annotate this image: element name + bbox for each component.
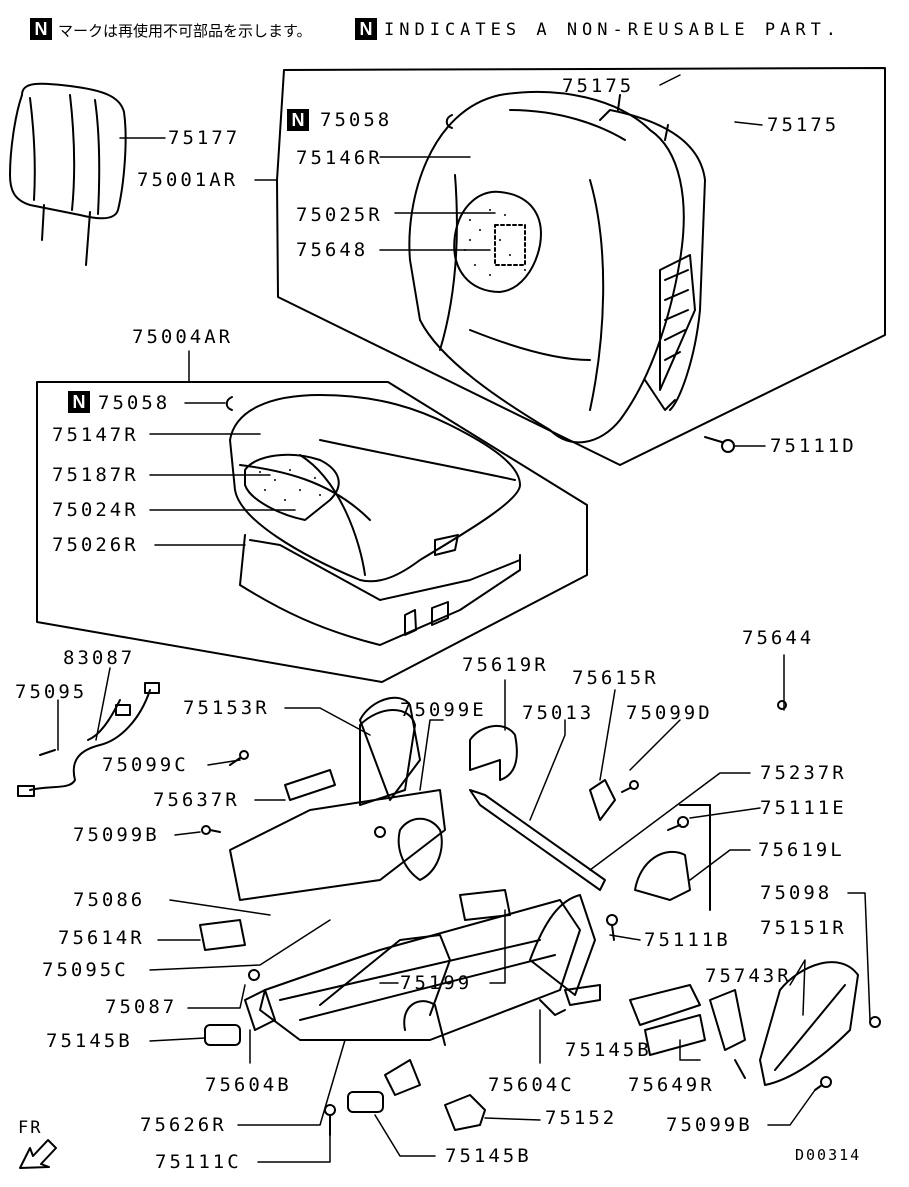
part-75237r xyxy=(679,804,711,911)
part-label: 75146R xyxy=(296,147,383,169)
part-label: 75649R xyxy=(628,1074,715,1096)
part-label: 75095 xyxy=(15,681,88,703)
part-label: 75648 xyxy=(296,239,369,261)
part-label: 75619L xyxy=(758,839,845,861)
part-label: 75099C xyxy=(102,754,189,776)
non-reusable-mark-icon: N xyxy=(287,109,309,131)
part-label: 75151R xyxy=(760,917,847,939)
rail-cover-outer xyxy=(629,984,706,1056)
part-label: 75001AR xyxy=(137,169,239,191)
seat-cushion xyxy=(229,394,521,646)
bolt-75111d-icon xyxy=(704,436,735,453)
part-label: 75058 xyxy=(320,109,393,131)
slide-rail xyxy=(469,789,606,891)
diagram-code: D00314 xyxy=(795,1146,862,1164)
cushion-group-box xyxy=(36,381,588,683)
non-reusable-mark-icon: N xyxy=(68,391,90,413)
part-label: 75644 xyxy=(742,627,815,649)
pad-75145b xyxy=(204,984,601,1113)
part-label: 75153R xyxy=(183,697,270,719)
part-label: 75145B xyxy=(565,1039,652,1061)
part-label: 75145B xyxy=(445,1145,532,1167)
part-label: 75004AR xyxy=(132,326,234,348)
part-label: 75087 xyxy=(105,996,178,1018)
leader-lines xyxy=(57,74,871,1163)
rail-cover-inner xyxy=(359,709,416,806)
part-label: 75024R xyxy=(52,499,139,521)
side-shield xyxy=(759,961,859,1086)
clip-75058-icon xyxy=(225,114,453,411)
seatback xyxy=(408,90,706,444)
recliner-part-75615r xyxy=(589,779,616,821)
part-label: 75099D xyxy=(626,702,713,724)
part-label: 75111E xyxy=(760,797,847,819)
part-label: 75058 xyxy=(98,392,171,414)
seat-frame xyxy=(199,696,596,1096)
part-label: 75152 xyxy=(545,1107,618,1129)
part-label: 75637R xyxy=(153,789,240,811)
part-label: 75111D xyxy=(770,435,857,457)
part-label: 75187R xyxy=(52,464,139,486)
seatback-group-box xyxy=(276,67,886,466)
part-label: 75175 xyxy=(562,75,635,97)
lever-75619r xyxy=(469,725,518,781)
part-label: 75098 xyxy=(760,882,833,904)
part-label: 75099B xyxy=(73,824,160,846)
part-label: 75626R xyxy=(140,1114,227,1136)
cap-75152 xyxy=(444,1094,486,1131)
part-label: 75614R xyxy=(58,927,145,949)
seatback-lumbar-pad xyxy=(453,190,542,293)
part-label: 75026R xyxy=(52,534,139,556)
part-label: 75619R xyxy=(462,654,549,676)
part-label: 75095C xyxy=(42,959,129,981)
non-reusable-mark-icon: N xyxy=(355,18,377,40)
part-label: 75615R xyxy=(572,667,659,689)
part-label: 75099E xyxy=(400,699,487,721)
part-label: 75237R xyxy=(760,762,847,784)
fasteners xyxy=(201,700,881,1136)
headrest xyxy=(9,82,127,266)
part-label: 75145B xyxy=(46,1030,133,1052)
wire-harness xyxy=(17,682,160,797)
part-label: 75086 xyxy=(73,889,146,911)
part-label: 83087 xyxy=(63,647,136,669)
part-label: 75743R xyxy=(705,965,792,987)
part-label: 75175 xyxy=(767,114,840,136)
part-label: 75111C xyxy=(155,1151,242,1173)
buckle xyxy=(709,989,746,1079)
part-label: 75111B xyxy=(644,929,731,951)
part-label: 75099B xyxy=(666,1114,753,1136)
part-label: 75177 xyxy=(168,127,241,149)
non-reusable-mark-icon: N xyxy=(30,18,52,40)
front-direction-label: FR xyxy=(18,1118,43,1138)
part-label: 75604C xyxy=(488,1074,575,1096)
lever-75619l xyxy=(634,850,691,901)
part-label: 75025R xyxy=(296,204,383,226)
part-label: 75013 xyxy=(522,702,595,724)
note-japanese: マークは再使用不可部品を示します。 xyxy=(58,22,312,40)
part-label: 75147R xyxy=(52,424,139,446)
cushion-pad xyxy=(244,453,340,521)
part-label: 75604B xyxy=(205,1074,292,1096)
part-label: 75199 xyxy=(400,972,473,994)
note-english: INDICATES A NON-REUSABLE PART. xyxy=(384,20,842,40)
front-direction-arrow-icon xyxy=(19,1139,57,1169)
